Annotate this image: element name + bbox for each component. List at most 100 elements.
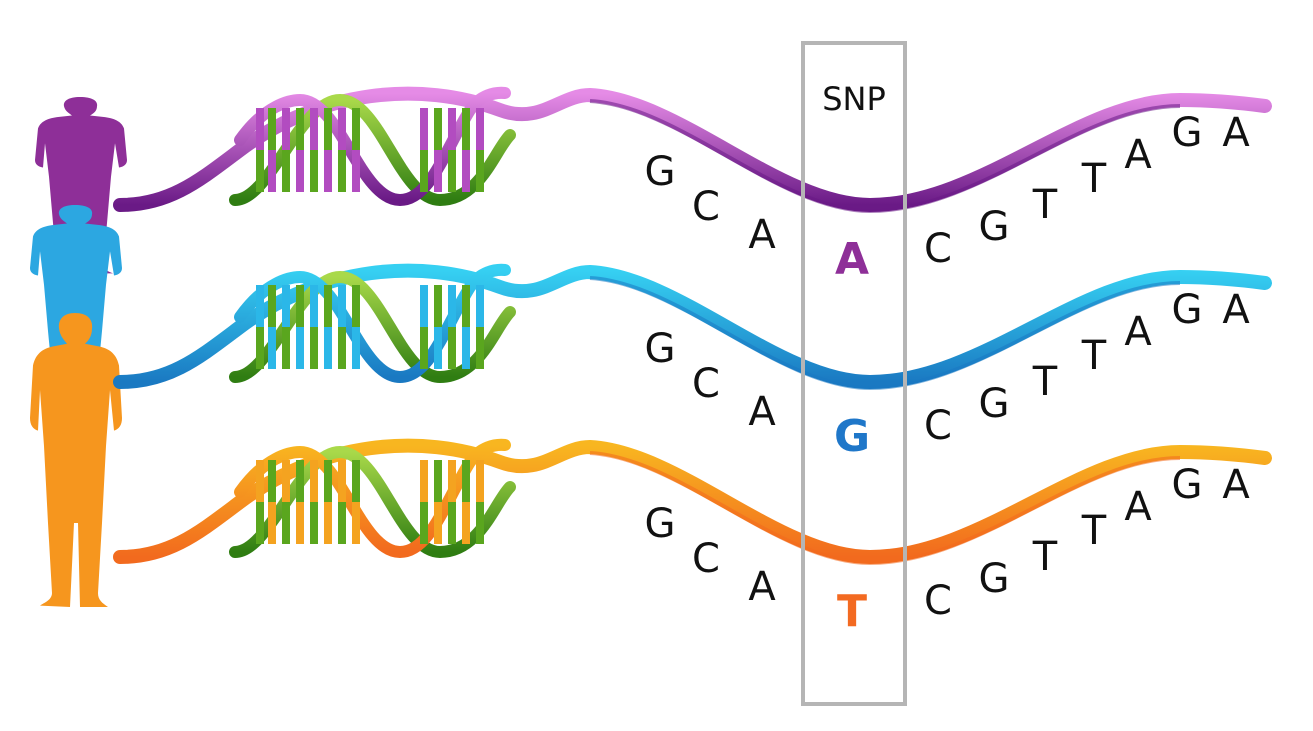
sequence-letter: A (1124, 309, 1152, 355)
sequence-letter: A (1222, 462, 1250, 508)
base-pair-rung-bottom (324, 150, 332, 192)
base-pair-rung-top (476, 285, 484, 327)
base-pair-rung-top (256, 285, 264, 327)
dna-helix-colored-strand (234, 86, 511, 207)
base-pair-rung-bottom (310, 502, 318, 544)
person-silhouette-icon-orange (30, 313, 122, 607)
sequence-letter: C (924, 226, 952, 272)
base-pair-rung-top (448, 108, 456, 150)
sequence-letter: G (645, 501, 676, 547)
sequence-letter: C (692, 536, 720, 582)
sequence-letter: C (924, 403, 952, 449)
base-pair-rung-top (352, 285, 360, 327)
base-pair-rung-bottom (448, 327, 456, 369)
base-pair-rung-top (434, 460, 442, 502)
base-pair-rung-bottom (296, 150, 304, 192)
base-pair-rung-bottom (448, 150, 456, 192)
dna-helix-colored-strand (234, 438, 511, 559)
base-pair-rung-top (352, 460, 360, 502)
sequence-letter: T (1081, 156, 1107, 202)
base-pair-rung-top (282, 108, 290, 150)
base-pair-rung-top (296, 460, 304, 502)
base-pair-rung-top (256, 108, 264, 150)
sequence-letter: C (924, 578, 952, 624)
base-pair-rung-top (296, 285, 304, 327)
base-pair-rung-bottom (434, 502, 442, 544)
dna-strand-blue (113, 263, 1272, 391)
base-pair-rung-top (448, 285, 456, 327)
base-pair-rung-top (476, 460, 484, 502)
dna-strand-orange (113, 438, 1272, 566)
base-pair-rung-top (282, 285, 290, 327)
dna-strand-purple (113, 86, 1272, 214)
sequence-letter: T (1081, 333, 1107, 379)
base-pair-rung-top (462, 460, 470, 502)
base-pair-rung-bottom (352, 327, 360, 369)
sequence-letter: T (1032, 534, 1058, 580)
sequence-letter: T (1032, 182, 1058, 228)
base-pair-rung-top (310, 108, 318, 150)
base-pair-rung-top (324, 285, 332, 327)
snp-base-purple: A (835, 234, 869, 285)
base-pair-rung-bottom (462, 502, 470, 544)
dna-ribbon (113, 263, 1272, 390)
base-pair-rung-bottom (282, 327, 290, 369)
base-pair-rung-top (434, 285, 442, 327)
base-pair-rung-bottom (296, 327, 304, 369)
sequence-letter: A (748, 389, 776, 435)
base-pair-rung-top (352, 108, 360, 150)
base-pair-rung-bottom (268, 327, 276, 369)
base-pair-rung-top (338, 460, 346, 502)
base-pair-rung-bottom (338, 327, 346, 369)
sequence-letter: T (1032, 359, 1058, 405)
base-pair-rung-top (448, 460, 456, 502)
base-pair-rung-top (310, 285, 318, 327)
base-pair-rung-top (324, 108, 332, 150)
base-pair-rung-bottom (256, 150, 264, 192)
sequence-letter: G (979, 204, 1010, 250)
snp-box (801, 41, 907, 706)
snp-label: SNP (822, 80, 886, 118)
base-pair-rung-top (338, 108, 346, 150)
person-silhouette-icon-blue (30, 205, 122, 382)
people-group (30, 97, 127, 607)
base-pair-rung-bottom (282, 502, 290, 544)
sequence-letter: G (979, 556, 1010, 602)
base-pair-rung-top (268, 108, 276, 150)
snp-box-group: SNP (801, 41, 907, 706)
base-pair-rung-bottom (476, 150, 484, 192)
base-pair-rung-top (420, 285, 428, 327)
base-pair-rung-bottom (420, 502, 428, 544)
sequence-letter: T (1081, 508, 1107, 554)
base-pair-rung-bottom (268, 150, 276, 192)
base-pair-rung-bottom (282, 150, 290, 192)
base-pair-rung-top (282, 460, 290, 502)
dna-ribbon (113, 86, 1272, 213)
base-pair-rung-bottom (310, 150, 318, 192)
base-pair-rung-bottom (434, 150, 442, 192)
base-pair-rung-bottom (462, 150, 470, 192)
base-pair-rung-top (462, 108, 470, 150)
sequence-letter: G (1172, 287, 1203, 333)
sequence-letter: A (1124, 484, 1152, 530)
dna-helix-colored-strand (234, 263, 511, 384)
base-pair-rung-top (476, 108, 484, 150)
sequence-letter: G (1172, 462, 1203, 508)
dna-ribbon (113, 438, 1272, 565)
base-pair-rung-bottom (476, 502, 484, 544)
base-pair-rung-top (296, 108, 304, 150)
base-pair-rung-bottom (462, 327, 470, 369)
sequence-letter: G (1172, 110, 1203, 156)
base-pair-rung-top (420, 108, 428, 150)
base-pair-rung-bottom (420, 150, 428, 192)
sequence-letter: A (1222, 110, 1250, 156)
base-pair-rung-bottom (476, 327, 484, 369)
snp-base-orange: T (837, 586, 867, 637)
base-pair-rung-bottom (420, 327, 428, 369)
base-pair-rung-bottom (310, 327, 318, 369)
base-pair-rung-bottom (352, 150, 360, 192)
base-pair-rung-bottom (324, 502, 332, 544)
sequence-letter: G (645, 326, 676, 372)
